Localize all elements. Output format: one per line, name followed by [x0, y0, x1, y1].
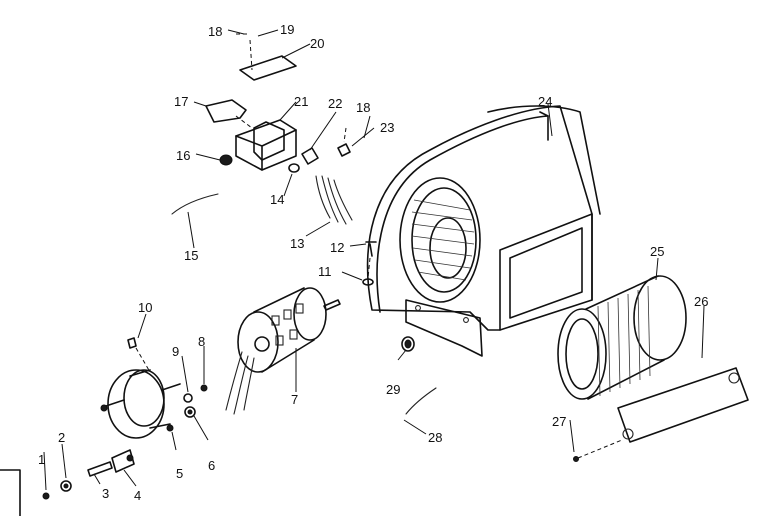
- grommet-29: [401, 336, 415, 352]
- callout-2: 2: [58, 430, 65, 445]
- callout-17: 17: [174, 94, 188, 109]
- callout-15: 15: [184, 248, 198, 263]
- callout-5: 5: [176, 466, 183, 481]
- screw-11-12: [362, 241, 377, 286]
- wire-clip-28: [405, 387, 437, 415]
- callout-25: 25: [650, 244, 664, 259]
- callout-29: 29: [386, 382, 400, 397]
- callout-4: 4: [134, 488, 141, 503]
- callout-8: 8: [198, 334, 205, 349]
- screw-27: [573, 439, 623, 462]
- callout-26: 26: [694, 294, 708, 309]
- callout-13: 13: [290, 236, 304, 251]
- wire-15: [171, 193, 219, 215]
- cover-plate: [236, 33, 347, 143]
- callout-9: 9: [172, 344, 179, 359]
- callout-1: 1: [38, 452, 45, 467]
- callout-23: 23: [380, 120, 394, 135]
- motor-mount: [100, 337, 181, 439]
- callout-24: 24: [538, 94, 552, 109]
- callout-19: 19: [280, 22, 294, 37]
- control-box: [235, 119, 297, 171]
- callout-labels: 1 2 3 4 5 6 7 8 9 10 11 12 13 14 15 16 1…: [38, 22, 708, 503]
- callout-7: 7: [291, 392, 298, 407]
- blower-panel: [617, 367, 749, 443]
- blower-motor: [225, 287, 341, 415]
- callout-27: 27: [552, 414, 566, 429]
- blower-wheel: [557, 275, 687, 400]
- callout-6: 6: [208, 458, 215, 473]
- callout-3: 3: [102, 486, 109, 501]
- callout-18-top: 18: [208, 24, 222, 39]
- blower-housing: [366, 105, 601, 357]
- frame-corner: [0, 469, 21, 516]
- shaft-hardware: [42, 449, 135, 500]
- callout-18-right: 18: [356, 100, 370, 115]
- callout-14: 14: [270, 192, 284, 207]
- callout-10: 10: [138, 300, 152, 315]
- control-hardware: [205, 99, 351, 173]
- callout-28: 28: [428, 430, 442, 445]
- callout-20: 20: [310, 36, 324, 51]
- wire-bundle-13: [315, 175, 353, 225]
- callout-16: 16: [176, 148, 190, 163]
- callout-12: 12: [330, 240, 344, 255]
- callout-11: 11: [318, 264, 332, 279]
- callout-22: 22: [328, 96, 342, 111]
- leader-lines: [43, 29, 705, 491]
- hardware-8-9: [183, 384, 208, 418]
- callout-21: 21: [294, 94, 308, 109]
